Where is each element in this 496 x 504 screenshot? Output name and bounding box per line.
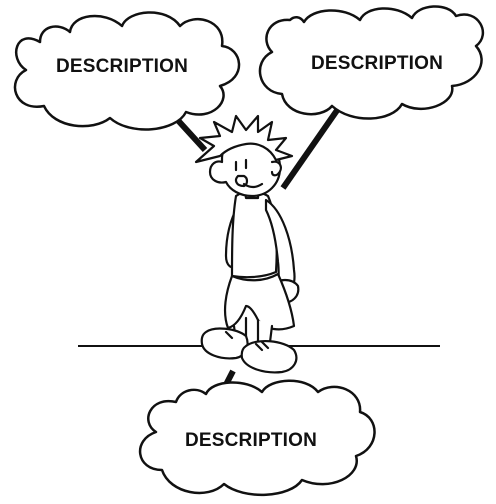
cloud-label-bottom: DESCRIPTION <box>185 430 317 451</box>
cloud-label-top-right: DESCRIPTION <box>311 53 443 74</box>
boy-ear <box>272 162 281 176</box>
cloud-top-right: DESCRIPTION <box>260 6 483 118</box>
boy-shoe-right <box>242 341 297 372</box>
boy-illustration <box>196 116 298 372</box>
cloud-top-left: DESCRIPTION <box>15 12 239 129</box>
cloud-label-top-left: DESCRIPTION <box>56 56 188 77</box>
cloud-bottom: DESCRIPTION <box>140 381 374 495</box>
